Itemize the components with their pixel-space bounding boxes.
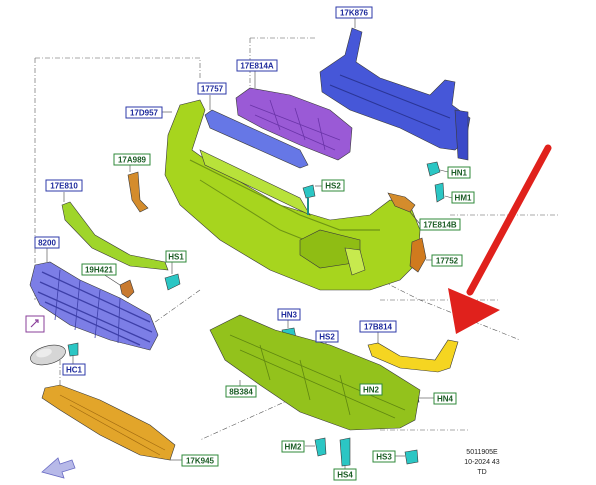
svg-text:HS2: HS2 [325,182,341,191]
lower-deflector-8B384[interactable] [209,314,421,431]
label-19H421: 19H421 [81,263,117,276]
label-8B384: 8B384 [225,385,257,398]
svg-text:HM2: HM2 [285,443,302,452]
fastener-hm1[interactable] [434,182,453,203]
fastener-hc1[interactable] [67,342,79,364]
fastener-hs2-upper[interactable] [302,184,322,215]
reference-suffix: TD [477,469,486,476]
svg-text:HN2: HN2 [363,386,380,395]
svg-text:HS1: HS1 [168,253,184,262]
reference-code: 5011905E [466,449,498,456]
svg-text:HC1: HC1 [66,366,83,375]
label-HN3: HN3 [277,308,301,321]
trim-piece-17B814[interactable] [367,332,459,373]
reinforcement-beam-17K876[interactable] [319,18,471,161]
svg-text:17B814: 17B814 [364,323,393,332]
label-17K945: 17K945 [181,454,219,467]
svg-text:19H421: 19H421 [85,266,114,275]
svg-text:17E814A: 17E814A [240,62,274,71]
label-17E814A: 17E814A [236,59,278,72]
bumper-cover-17D957[interactable] [162,99,421,291]
bracket-17E814B[interactable] [387,192,421,225]
label-HS2-lower: HS2 [315,330,339,343]
reference-date: 10-2024 43 [464,459,500,466]
label-HS2-upper: HS2 [321,179,345,192]
label-8200: 8200 [34,236,60,249]
svg-text:17E810: 17E810 [50,182,78,191]
svg-text:17752: 17752 [436,257,459,266]
fastener-hs1[interactable] [164,262,181,291]
red-pointer-arrow-icon [448,144,552,334]
svg-text:HN4: HN4 [437,395,454,404]
fastener-hn1[interactable] [426,161,449,177]
svg-text:HS4: HS4 [337,471,353,480]
fastener-hs3[interactable] [395,449,419,465]
svg-text:HM1: HM1 [455,194,472,203]
label-17K876: 17K876 [335,6,373,19]
label-17757: 17757 [197,82,227,95]
energy-absorber-17E814A[interactable] [235,70,353,161]
trim-strip-17E810[interactable] [61,192,169,271]
fastener-hm2[interactable] [305,437,327,457]
label-HS3: HS3 [372,450,396,463]
label-HC1: HC1 [62,363,86,376]
label-17D957: 17D957 [125,106,163,119]
svg-text:17E814B: 17E814B [423,221,457,230]
fastener-hs4[interactable] [339,437,351,470]
forward-arrow-icon [41,457,76,479]
label-HN2: HN2 [359,383,383,396]
label-HS1: HS1 [165,250,187,263]
label-HM2: HM2 [281,440,305,453]
label-17B814: 17B814 [359,320,397,333]
label-17E810: 17E810 [45,179,83,192]
fog-lamp-cover-icon [25,315,45,333]
svg-text:HS2: HS2 [319,333,335,342]
grille-8200[interactable] [29,248,159,351]
label-17E814B: 17E814B [419,218,461,231]
bracket-17A989[interactable] [127,165,149,213]
svg-text:17A989: 17A989 [118,156,147,165]
label-HN1: HN1 [447,166,471,179]
svg-text:8200: 8200 [38,239,56,248]
fog-lamp-cover[interactable] [28,342,67,369]
upper-strip-17757[interactable] [204,95,309,169]
lower-shield-17K945[interactable] [41,384,182,461]
label-HN4: HN4 [433,392,457,405]
svg-text:17D957: 17D957 [130,109,159,118]
label-HM1: HM1 [451,191,475,204]
reference-block: 5011905E 10-2024 43 TD [464,449,500,476]
bracket-17752[interactable] [409,237,432,273]
svg-text:17K876: 17K876 [340,9,369,18]
svg-text:HN1: HN1 [451,169,468,178]
svg-text:17757: 17757 [201,85,224,94]
label-17A989: 17A989 [113,153,151,166]
label-HS4: HS4 [333,468,357,481]
svg-text:HN3: HN3 [281,311,298,320]
svg-text:HS3: HS3 [376,453,392,462]
svg-text:8B384: 8B384 [229,388,253,397]
svg-text:17K945: 17K945 [186,457,215,466]
label-17752: 17752 [431,254,463,267]
